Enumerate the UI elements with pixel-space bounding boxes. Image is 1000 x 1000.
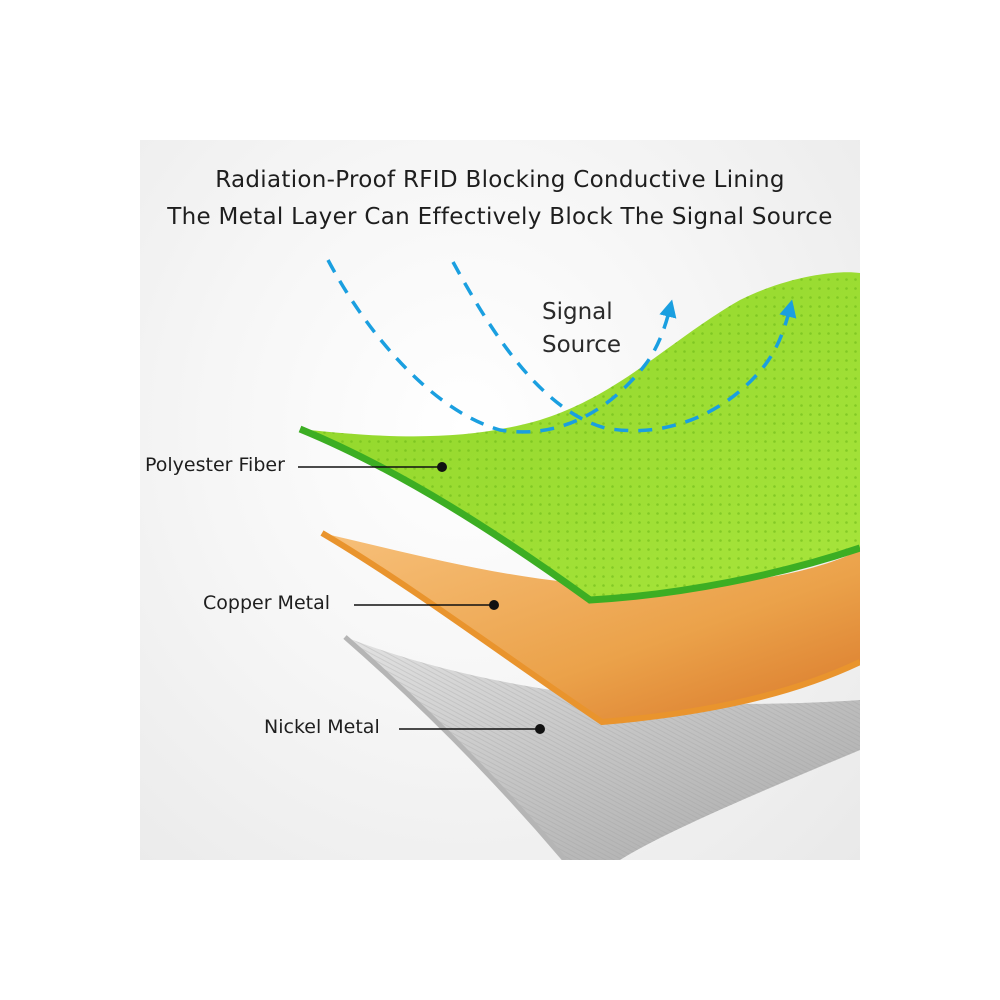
label-polyester-fiber: Polyester Fiber — [145, 454, 285, 476]
title-line-2: The Metal Layer Can Effectively Block Th… — [167, 204, 833, 230]
signal-label-line-2: Source — [542, 332, 621, 358]
leader-dot-polyester — [437, 462, 447, 472]
signal-arrow-left — [326, 259, 677, 434]
leader-dot-nickel — [535, 724, 545, 734]
leader-dot-copper — [489, 600, 499, 610]
layer-diagram — [298, 259, 860, 860]
leader-lines — [298, 462, 545, 734]
signal-waves — [326, 259, 797, 434]
label-copper-metal: Copper Metal — [203, 592, 331, 614]
signal-label-line-1: Signal — [542, 299, 613, 325]
diagram-panel: Radiation-Proof RFID Blocking Conductive… — [140, 140, 860, 860]
polyester-layer — [298, 272, 860, 604]
label-nickel-metal: Nickel Metal — [264, 716, 380, 738]
signal-arrow-right — [451, 261, 797, 433]
copper-layer — [320, 530, 860, 726]
title-line-1: Radiation-Proof RFID Blocking Conductive… — [215, 167, 785, 193]
